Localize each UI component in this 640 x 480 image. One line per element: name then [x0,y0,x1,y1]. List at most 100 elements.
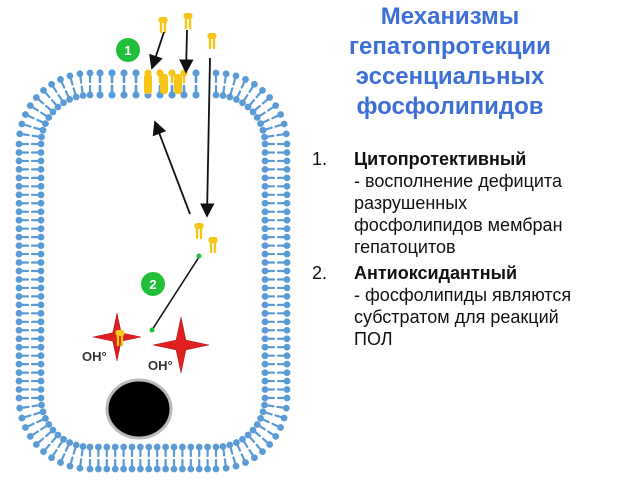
membrane-phospholipid [232,439,249,466]
membrane-phospholipid [76,70,87,99]
membrane-phospholipid [261,182,291,190]
membrane-phospholipid [15,386,45,393]
membrane-phospholipid [261,343,291,351]
membrane-phospholipid [15,250,45,258]
membrane-phospholipid [15,208,45,216]
membrane-phospholipid [261,166,291,173]
membrane-phospholipid [232,76,249,103]
inserted-phospholipid [174,74,182,94]
title-line: гепатопротекции [349,33,551,60]
membrane-phospholipid [48,435,67,462]
list-item: 1. Цитопротективный - восполнение дефици… [312,148,637,258]
membrane-phospholipid [40,431,62,456]
membrane-phospholipid [32,426,57,448]
membrane-phospholipid [15,369,45,376]
membrane-phospholipid [257,111,284,128]
arrow-dot [149,327,155,333]
free-phospholipid [158,17,168,34]
badge-1: 1 [116,38,140,62]
membrane-phospholipid [261,293,291,300]
membrane-phospholipid [15,309,45,317]
list-description: - фосфолипиды являются субстратом для ре… [354,285,572,349]
membrane-phospholipid [15,166,45,173]
arrow-into-membrane [179,29,194,74]
membrane-phospholipid [15,301,45,309]
membrane-phospholipid [18,120,47,134]
membrane-phospholipid [259,120,288,134]
membrane-phospholipid [15,174,45,182]
membrane-phospholipid [261,394,291,402]
membrane-phospholipid [261,174,291,182]
membrane-phospholipid [261,284,291,292]
membrane-phospholipid [86,69,94,99]
membrane-phospholipid [15,276,45,283]
list-item: 2. Антиоксидантный - фосфолипиды являютс… [312,262,637,350]
list-heading: Цитопротективный [354,149,527,169]
membrane-phospholipid [244,86,266,111]
membrane-phospholipid [261,401,290,412]
membrane-phospholipid [261,259,291,266]
membrane-phospholipid [187,443,195,473]
badge-1-number: 1 [124,43,131,58]
title-line: эссенциальных [355,63,545,90]
membrane-phospholipid [15,242,45,250]
membrane-phospholipid [261,309,291,317]
membrane-phospholipid [153,443,161,473]
membrane-phospholipid [15,318,45,326]
membrane-phospholipid [18,408,47,422]
membrane-phospholipid [32,94,57,116]
membrane-phospholipid [212,69,220,99]
membrane-phospholipid [15,216,45,224]
gap-phospholipid [132,69,140,99]
list-heading: Антиоксидантный [354,263,518,283]
membrane-phospholipid [26,102,53,121]
membrane-phospholipid [261,250,291,258]
membrane-phospholipid [57,76,74,103]
arrows [149,29,215,333]
list-description: - восполнение дефицита разрушенных фосфо… [354,171,563,257]
membrane-phospholipid [219,443,230,472]
membrane-phospholipid [204,443,212,473]
membrane-phospholipid [15,326,45,334]
membrane-phospholipid [162,443,170,473]
page-title: Механизмы гепатопротекции эссенциальных … [300,2,600,122]
membrane-phospholipid [22,111,49,128]
arrow-to-radical [151,256,200,331]
membrane-phospholipid [219,70,230,99]
membrane-phospholipid [15,293,45,300]
inserted-phospholipid [160,74,168,94]
membrane-phospholipid [120,443,127,473]
arrow-into-membrane [149,31,165,70]
gap-phospholipid [192,69,200,99]
membrane-phospholipid [128,443,136,473]
phospholipid [115,330,125,347]
membrane-phospholipid [15,284,45,292]
membrane-phospholipid [15,199,45,207]
membrane-phospholipid [15,343,45,351]
membrane-phospholipid [103,443,111,473]
membrane-phospholipid [261,377,291,385]
membrane-phospholipid [16,130,45,141]
membrane-phospholipid [86,443,94,473]
membrane-phospholipid [15,225,45,233]
membrane-phospholipid [261,140,291,148]
membrane-phospholipid [15,352,45,360]
membrane-phospholipid [22,414,49,431]
membrane-phospholipid [261,352,291,360]
membrane-phospholipid [249,426,274,448]
membrane-phospholipid [212,443,220,473]
title-line: фосфолипидов [356,93,544,120]
membrane-phospholipid [239,435,258,462]
arrow-dot [196,253,202,259]
gap-phospholipid [168,69,176,99]
membrane-phospholipid [15,267,45,275]
membrane-phospholipid [261,225,291,233]
membrane-phospholipid [244,431,266,456]
title-line: Механизмы [380,3,520,30]
membrane-phospholipid [261,233,291,241]
membrane-phospholipid [15,149,45,156]
membrane-phospholipid [261,191,291,199]
radical-label-2: OH° [148,358,173,373]
membrane-phospholipid [66,72,80,101]
